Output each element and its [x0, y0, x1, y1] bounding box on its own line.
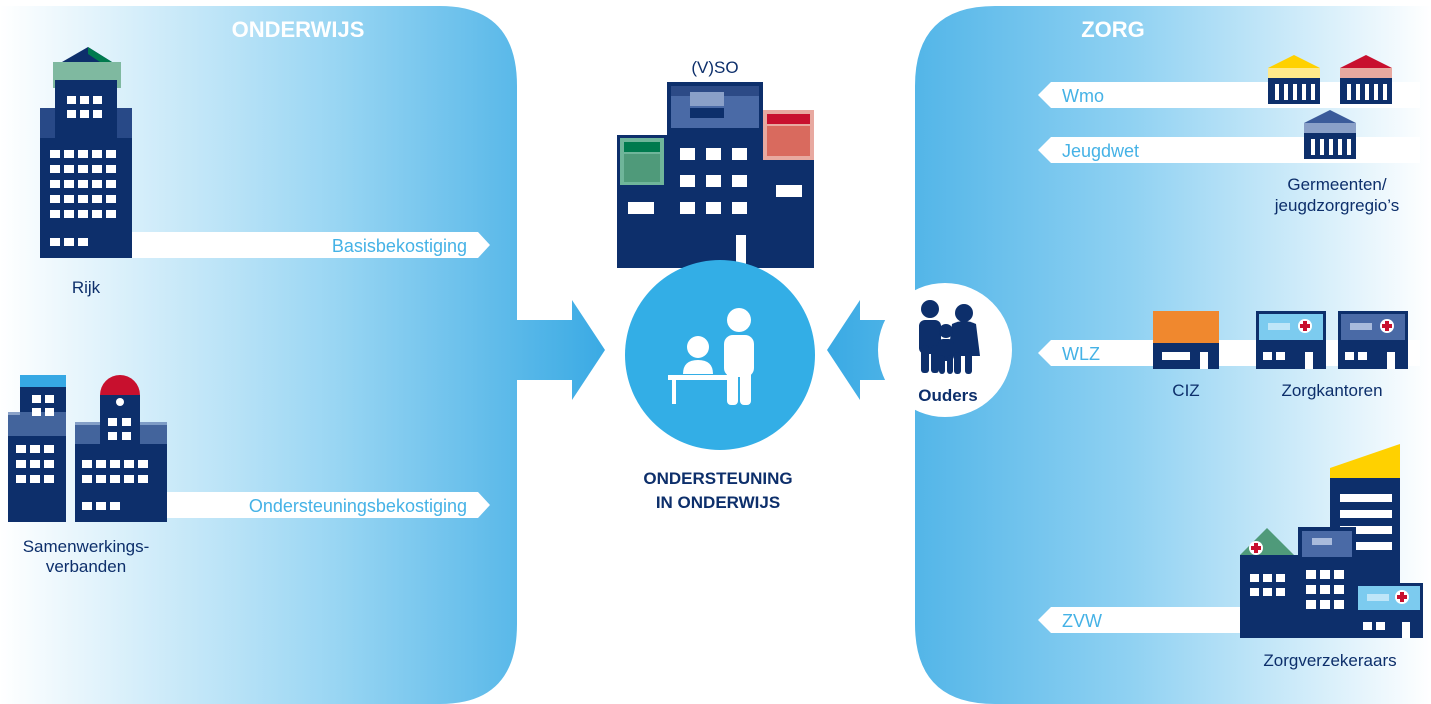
vso-label: (V)SO: [691, 58, 738, 77]
gemeente-building-icon: [1340, 55, 1392, 104]
ouders-label: Ouders: [918, 386, 978, 405]
teacher-student-icon: [668, 308, 754, 405]
zorgverzekeraars-label: Zorgverzekeraars: [1263, 651, 1396, 670]
zorgverzekeraar-building-icon: [1240, 444, 1423, 638]
samenwerkingsverbanden-label-2: verbanden: [46, 557, 126, 576]
rijk-building-icon: [40, 47, 132, 258]
ondersteuningsbekostiging-label: Ondersteuningsbekostiging: [249, 496, 467, 516]
ondersteuning-circle: [625, 260, 815, 450]
gemeenten-label-1: Germeenten/: [1287, 175, 1386, 194]
onderwijs-title: ONDERWIJS: [232, 17, 365, 42]
wlz-label: WLZ: [1062, 344, 1100, 364]
zorgkantoor-building-icon: [1338, 311, 1408, 369]
samenwerkingsverbanden-label-1: Samenwerkings-: [23, 537, 150, 556]
gemeente-building-icon: [1304, 110, 1356, 159]
wmo-label: Wmo: [1062, 86, 1104, 106]
basisbekostiging-label: Basisbekostiging: [332, 236, 467, 256]
zorg-title: ZORG: [1081, 17, 1145, 42]
jeugdwet-label: Jeugdwet: [1062, 141, 1139, 161]
ondersteuning-label-1: ONDERSTEUNING: [643, 469, 792, 488]
ondersteuningsbekostiging-arrow: [167, 492, 490, 518]
zorgkantoor-building-icon: [1256, 311, 1326, 369]
ondersteuning-label-2: IN ONDERWIJS: [656, 493, 780, 512]
gemeente-building-icon: [1268, 55, 1320, 104]
ciz-building-icon: [1153, 311, 1219, 369]
zvw-label: ZVW: [1062, 611, 1102, 631]
basisbekostiging-arrow: [132, 232, 490, 258]
zorgkantoren-label: Zorgkantoren: [1281, 381, 1382, 400]
rijk-label: Rijk: [72, 278, 101, 297]
onderwijs-panel: [0, 6, 605, 704]
family-icon: [919, 300, 980, 374]
vso-school-building-icon: [617, 82, 814, 268]
samenwerkingsverbanden-building-icon: [8, 375, 167, 522]
wmo-arrow: [1038, 82, 1420, 108]
ciz-label: CIZ: [1172, 381, 1199, 400]
gemeenten-label-2: jeugdzorgregio’s: [1274, 196, 1399, 215]
